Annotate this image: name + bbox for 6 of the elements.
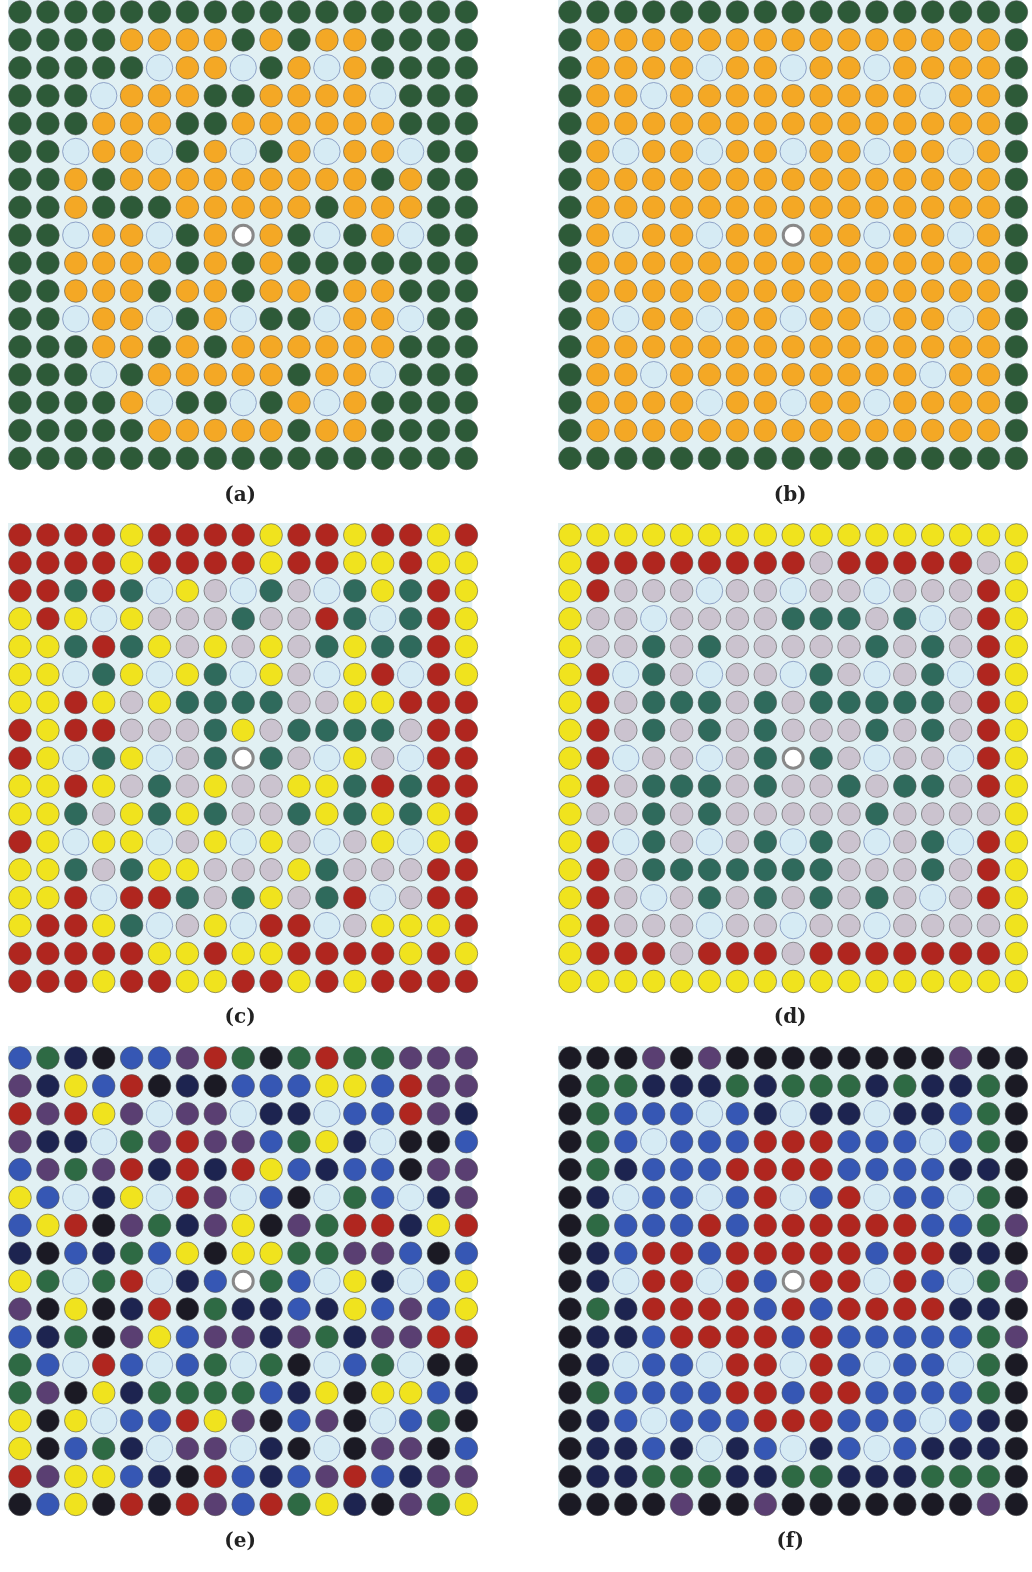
panel-label: (d) [772, 1004, 808, 1028]
panel-label: (b) [772, 482, 808, 506]
panel-label: (a) [223, 482, 258, 506]
panel-label: (e) [223, 1528, 257, 1552]
panel-label: (c) [223, 1004, 257, 1028]
panel-label: (f) [775, 1528, 805, 1552]
